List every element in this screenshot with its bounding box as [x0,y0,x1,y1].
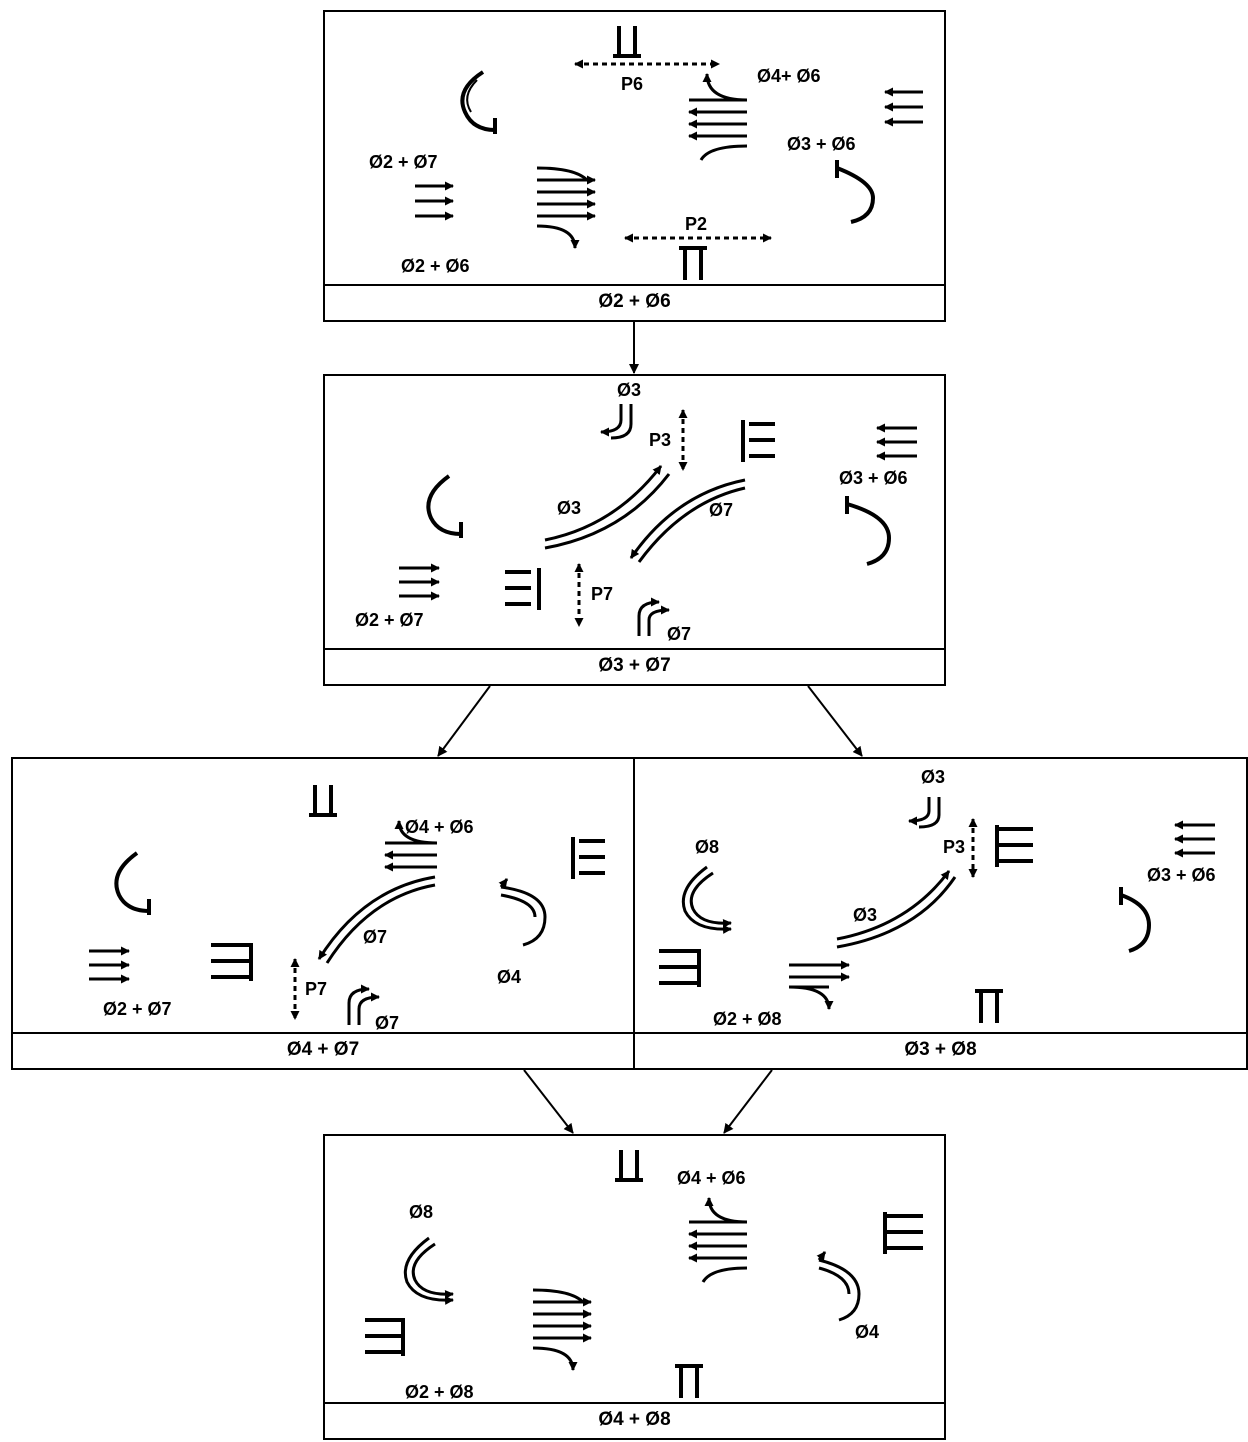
label-phase-d: Ø7 [709,500,734,520]
panel-3-movements [89,785,605,1025]
arrow-p2-to-p3 [437,685,491,757]
label-phase-c: Ø2 + Ø7 [369,152,438,172]
left-turn-top [600,404,633,440]
u-turn-west-right [403,1236,454,1305]
label-phase-d: Ø2 + Ø8 [405,1382,474,1402]
ped-bars-west [659,949,701,987]
phase-panel-3: Ø4 + Ø6 Ø7 Ø4 P7 Ø2 + Ø7 Ø7 Ø4 + Ø7 [11,757,635,1070]
arrow-p4-to-p5 [723,1069,773,1134]
left-turn-top [908,797,941,829]
label-p2: P2 [685,214,708,234]
u-turn-east [845,496,892,566]
u-turn-west [460,70,497,134]
label-phase-c: Ø4 [497,967,522,987]
label-phase-b: Ø7 [363,927,388,947]
label-phase-f: Ø7 [667,624,692,644]
label-p7: P7 [591,584,614,604]
ped-bars-northeast [571,837,605,879]
label-phase-d: Ø2 + Ø6 [401,256,470,276]
eastbound-bundle-center [532,1288,592,1371]
ped-bars-southwest [505,568,541,610]
ped-bars-top [615,1150,643,1182]
westbound-arrows-right [884,87,923,127]
label-phase-a: Ø4+ Ø6 [757,66,821,86]
label-phase-d: Ø2 + Ø7 [103,999,172,1019]
westbound-bundle-center [688,73,748,161]
u-turn-east-left [498,878,547,947]
label-phase-c: Ø3 [557,498,582,518]
label-p3: P3 [943,837,966,857]
label-phase-b: Ø3 + Ø6 [787,134,856,154]
eastbound-bundle-center [536,166,596,249]
phase-caption-3: Ø4 + Ø7 [13,1032,633,1068]
u-turn-west [114,851,151,915]
eastbound-bundle [788,960,850,1010]
ped-bars-bottom [679,246,707,280]
label-p3: P3 [649,430,672,450]
label-phase-b: Ø8 [409,1202,434,1222]
ped-bars-top [309,785,337,817]
phase-panel-2: Ø3 P3 Ø3 + Ø6 Ø3 Ø7 P7 Ø2 + Ø7 Ø7 Ø3 + Ø… [323,374,946,686]
arrow-p3-to-p5 [523,1069,574,1134]
u-turn-west [426,474,463,538]
arrow-p2-to-p4 [807,685,863,757]
ped-bars-bottom [975,989,1003,1023]
label-p7: P7 [305,979,328,999]
label-phase-e: Ø2 + Ø7 [355,610,424,630]
diagonal-path-p7 [317,875,436,964]
panel-2-movements [399,404,917,636]
u-turn-east [835,160,876,224]
label-phase-e: Ø7 [375,1013,400,1033]
phase-caption-2: Ø3 + Ø7 [325,648,944,684]
phase-caption-4: Ø3 + Ø8 [635,1032,1246,1068]
eastbound-arrows-left [415,181,454,221]
label-phase-a: Ø3 [921,767,946,787]
ped-bars-bottom [675,1364,703,1398]
westbound-bundle-center [688,1197,748,1283]
diagonal-path-p7 [629,478,746,563]
phase-caption-5: Ø4 + Ø8 [325,1402,944,1438]
ped-bars-northeast [883,1212,923,1254]
ped-bars-top [613,26,641,58]
label-phase-a: Ø4 + Ø6 [405,817,474,837]
phase-panel-5: Ø4 + Ø6 Ø8 Ø4 Ø2 + Ø8 Ø4 + Ø8 [323,1134,946,1440]
u-turn-west-right [681,865,732,934]
westbound-arrows-right [876,423,917,461]
eastbound-arrows-left [89,946,130,984]
eastbound-arrows-left [399,563,440,601]
label-phase-b: Ø8 [695,837,720,857]
label-phase-a: Ø4 + Ø6 [677,1168,746,1188]
phase-caption-1: Ø2 + Ø6 [325,284,944,320]
label-phase-c: Ø3 + Ø6 [1147,865,1216,885]
label-phase-c: Ø4 [855,1322,880,1342]
label-phase-e: Ø2 + Ø8 [713,1009,782,1029]
phase-panel-4: Ø3 P3 Ø8 Ø3 + Ø6 Ø3 Ø2 + Ø8 Ø3 + Ø8 [633,757,1248,1070]
u-turn-east-left [816,1251,861,1322]
label-phase-b: Ø3 + Ø6 [839,468,908,488]
label-p6: P6 [621,74,644,94]
label-phase-a: Ø3 [617,380,642,400]
ped-bars-west [365,1318,405,1356]
westbound-arrows-right [1174,820,1215,858]
phase-panel-1: P6 P2 Ø4+ Ø6 Ø3 + Ø6 Ø2 + Ø7 Ø2 + Ø6 Ø2 … [323,10,946,322]
ped-bars-northeast [995,825,1033,867]
ped-bars-southwest [211,943,253,981]
right-turn-bottom [637,597,670,636]
u-turn-east [1119,887,1152,953]
ped-bars-northeast [741,420,775,462]
label-phase-d: Ø3 [853,905,878,925]
